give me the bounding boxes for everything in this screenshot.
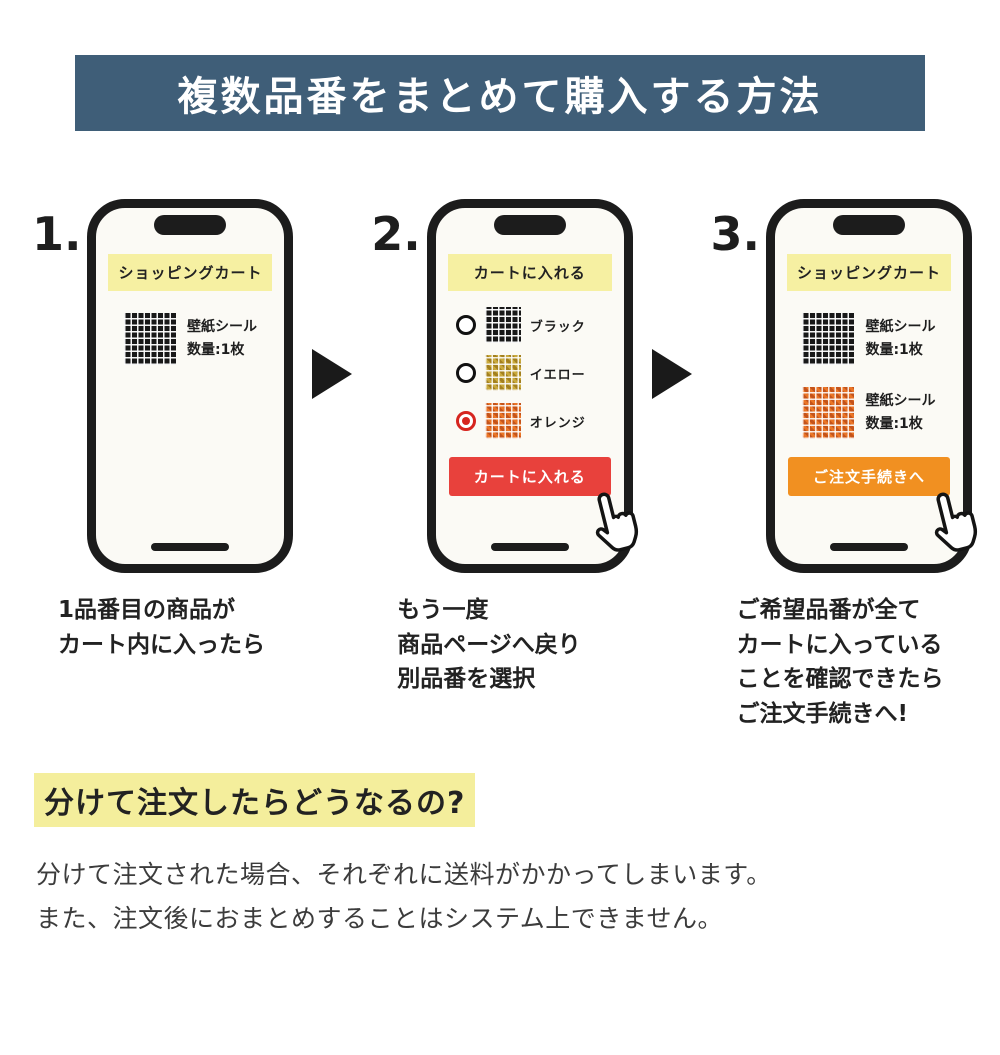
- faq-heading: 分けて注文したらどうなるの?: [34, 773, 476, 827]
- item-name: 壁紙シール: [865, 392, 936, 409]
- item-qty: 数量:1枚: [865, 416, 923, 432]
- black-grid-swatch: [802, 313, 855, 365]
- phone-notch: [493, 215, 566, 235]
- home-indicator: [829, 543, 908, 551]
- cart-banner: ショッピングカート: [108, 254, 273, 291]
- step-2-caption: もう一度 商品ページへ戻り 別品番を選択: [397, 597, 581, 692]
- option-label: オレンジ: [529, 415, 586, 431]
- infographic-page: 複数品番をまとめて購入する方法 1. ショッピングカート 壁紙シール 数量:1枚: [0, 55, 1000, 1055]
- hand-cursor-icon: [917, 481, 998, 565]
- step-2-number: 2.: [371, 207, 421, 261]
- page-title: 複数品番をまとめて購入する方法: [177, 74, 823, 120]
- add-to-cart-banner: カートに入れる: [447, 254, 612, 291]
- phone-notch: [832, 215, 905, 235]
- add-to-cart-button: カートに入れる: [448, 457, 611, 496]
- hand-cursor-icon: [578, 481, 659, 565]
- arrow-right-icon: [312, 349, 353, 399]
- option-label: イエロー: [529, 367, 586, 383]
- orange-grid-swatch: [802, 387, 855, 439]
- color-option-yellow: イエロー: [455, 355, 624, 391]
- cart-item: 壁紙シール 数量:1枚: [96, 313, 284, 365]
- faq-section: 分けて注文したらどうなるの? 分けて注文された場合、それぞれに送料がかかってしま…: [34, 773, 1000, 941]
- checkout-button: ご注文手続きへ: [787, 457, 950, 496]
- item-name: 壁紙シール: [186, 318, 257, 335]
- cart-item: 壁紙シール 数量:1枚: [775, 313, 963, 365]
- radio-selected-icon: [455, 411, 476, 431]
- home-indicator: [490, 543, 569, 551]
- step-1-caption: 1品番目の商品が カート内に入ったら: [58, 597, 265, 658]
- step-3-number: 3.: [710, 207, 760, 261]
- option-label: ブラック: [529, 319, 586, 335]
- home-indicator: [151, 543, 230, 551]
- step-1: 1. ショッピングカート 壁紙シール 数量:1枚 1品番目の商品が カート内に入…: [32, 199, 294, 662]
- color-option-black: ブラック: [455, 307, 624, 343]
- steps-row: 1. ショッピングカート 壁紙シール 数量:1枚 1品番目の商品が カート内に入…: [32, 199, 978, 731]
- phone-mockup-3: ショッピングカート 壁紙シール 数量:1枚 壁紙シール 数量:1枚: [765, 199, 978, 573]
- cart-banner: ショッピングカート: [786, 254, 951, 291]
- step-3-caption: ご希望品番が全て カートに入っている ことを確認できたら ご注文手続きへ!: [736, 597, 944, 727]
- orange-grid-swatch: [484, 403, 521, 439]
- radio-unselected-icon: [455, 363, 476, 383]
- phone-mockup-2: カートに入れる ブラック イエロー: [426, 199, 638, 573]
- arrow-right-icon: [651, 349, 692, 399]
- faq-body: 分けて注文された場合、それぞれに送料がかかってしまいます。 また、注文後におまと…: [36, 860, 772, 933]
- item-qty: 数量:1枚: [186, 342, 245, 358]
- step-3: 3. ショッピングカート 壁紙シール 数量:1枚 壁紙シール: [710, 199, 978, 731]
- page-title-banner: 複数品番をまとめて購入する方法: [75, 55, 925, 131]
- black-grid-swatch: [484, 307, 521, 343]
- black-grid-swatch: [123, 313, 176, 365]
- phone-mockup-1: ショッピングカート 壁紙シール 数量:1枚: [87, 199, 294, 573]
- radio-unselected-icon: [455, 315, 476, 335]
- step-2: 2. カートに入れる ブラック イエロー: [371, 199, 638, 697]
- color-option-orange: オレンジ: [455, 403, 624, 439]
- item-name: 壁紙シール: [865, 318, 936, 335]
- color-options: ブラック イエロー オレンジ: [455, 307, 624, 439]
- cart-item: 壁紙シール 数量:1枚: [775, 387, 963, 439]
- item-qty: 数量:1枚: [865, 342, 923, 358]
- step-1-number: 1.: [32, 207, 82, 261]
- yellow-grid-swatch: [484, 355, 521, 391]
- phone-notch: [154, 215, 227, 235]
